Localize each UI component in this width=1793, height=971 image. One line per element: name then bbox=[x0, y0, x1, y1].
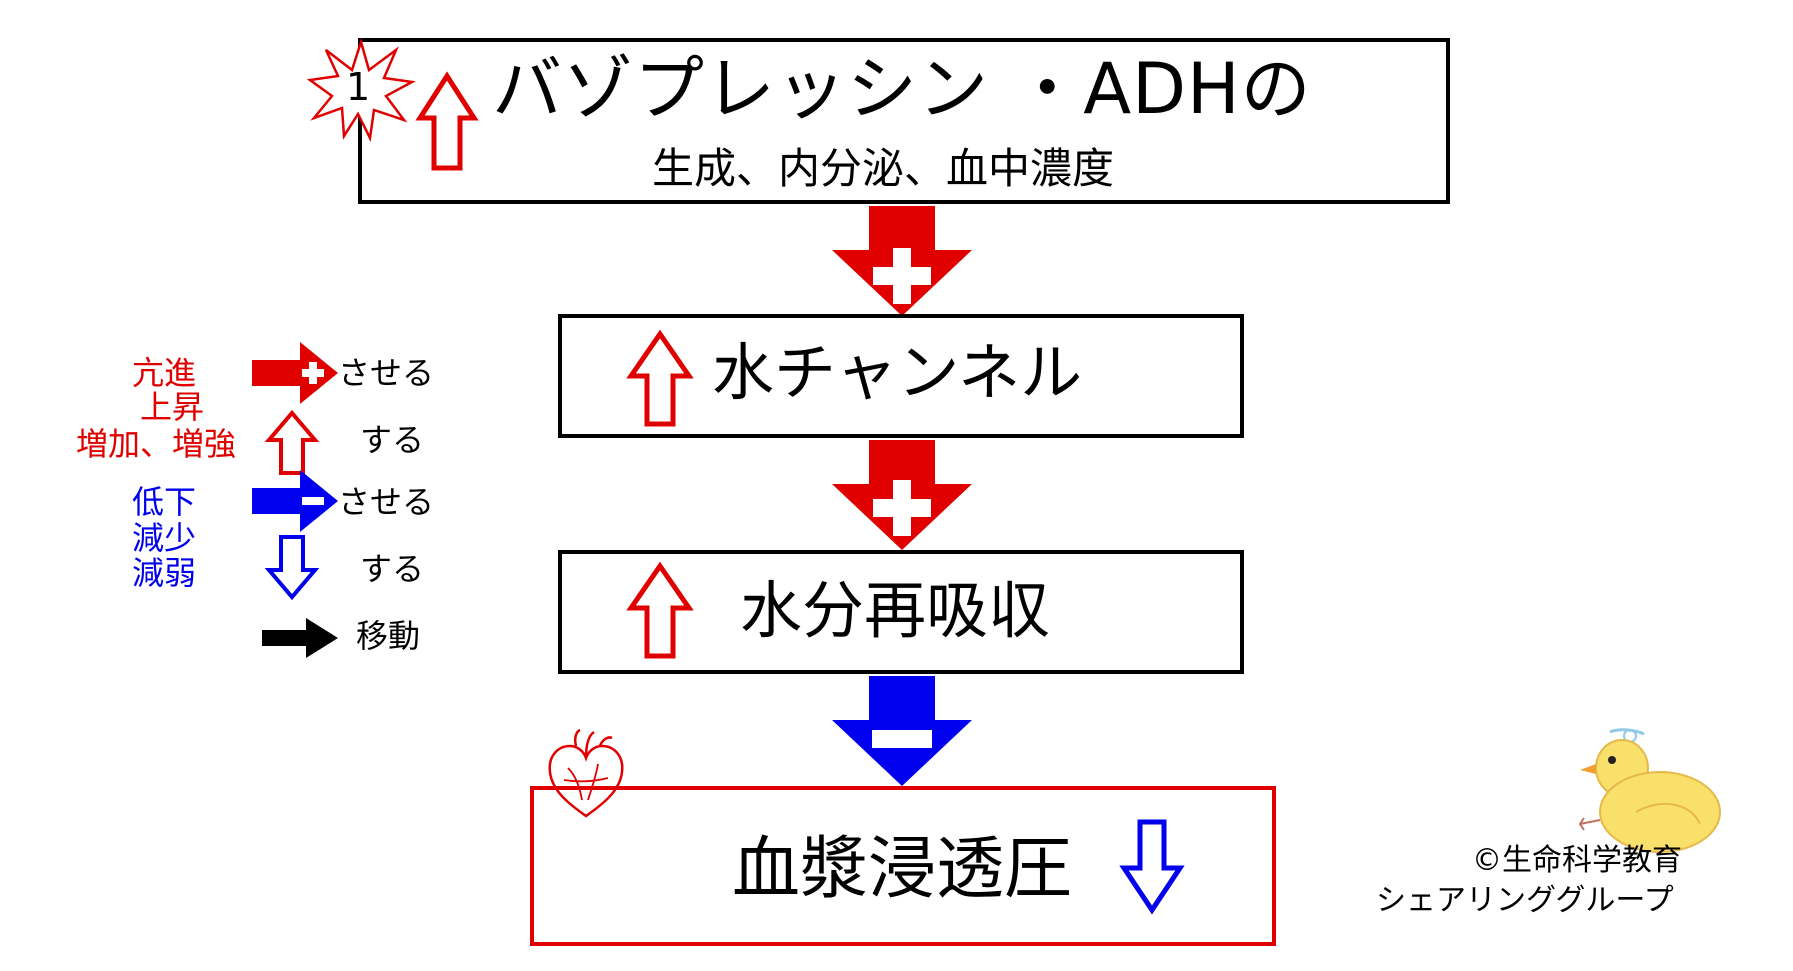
plus-sign-icon bbox=[873, 480, 931, 536]
legend-suffix-up: する bbox=[360, 421, 425, 459]
up-arrow-icon bbox=[264, 409, 320, 475]
legend-decrease-words: 減少 bbox=[132, 519, 197, 557]
up-arrow-icon bbox=[415, 71, 479, 171]
down-arrow-icon bbox=[1119, 819, 1185, 915]
chick-drawing-icon bbox=[1578, 728, 1721, 853]
step-badge-number: 1 bbox=[346, 65, 371, 109]
step-title-plasma-osmolality: 血漿浸透圧 bbox=[732, 830, 1073, 909]
down-arrow-icon bbox=[264, 535, 320, 601]
credit-line-1: ©生命科学教育 bbox=[1472, 843, 1682, 878]
move-arrow-icon bbox=[262, 618, 338, 658]
promote-arrow-icon bbox=[252, 342, 338, 404]
step-title-vasopressin: バゾプレッシン ・ADHの bbox=[492, 48, 1312, 130]
step-box-vasopressin bbox=[358, 38, 1450, 204]
legend-weaken-words: 減弱 bbox=[132, 554, 197, 592]
up-arrow-icon bbox=[626, 561, 694, 659]
legend-move-label: 移動 bbox=[356, 617, 421, 655]
legend-promote-words: 亢進 bbox=[132, 354, 197, 392]
starburst-badge-icon bbox=[306, 37, 416, 143]
up-arrow-icon bbox=[626, 329, 694, 427]
legend-suffix-suppress: させる bbox=[338, 483, 435, 521]
legend-suffix-down: する bbox=[360, 550, 425, 588]
minus-sign-icon bbox=[872, 730, 932, 748]
credit-line-2: シェアリンググループ bbox=[1376, 883, 1674, 918]
step-subtitle-vasopressin: 生成、内分泌、血中濃度 bbox=[652, 144, 1115, 193]
legend-suffix-promote: させる bbox=[338, 354, 435, 392]
suppress-arrow-icon bbox=[252, 470, 338, 532]
step-box-plasma-osmolality bbox=[530, 786, 1276, 946]
step-title-water-channel: 水チャンネル bbox=[712, 336, 1083, 409]
legend-increase-words: 増加、増強 bbox=[76, 425, 237, 463]
heart-icon bbox=[548, 728, 624, 818]
step-title-water-reabsorption: 水分再吸収 bbox=[740, 574, 1051, 647]
legend-rise-words: 上昇 bbox=[140, 388, 205, 426]
plus-sign-icon bbox=[873, 248, 931, 304]
legend-lower-words: 低下 bbox=[132, 483, 197, 521]
